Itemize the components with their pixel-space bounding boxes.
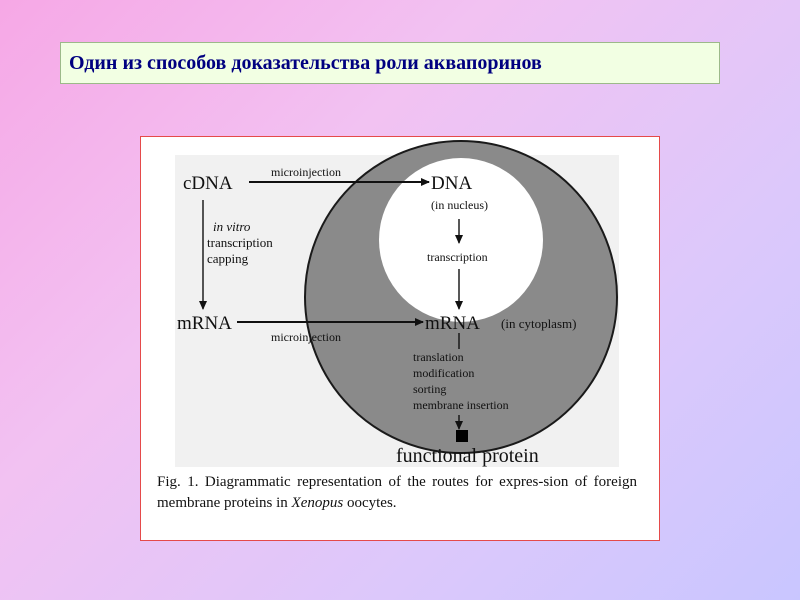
- expression-diagram: microinjection in vitro transcription ca…: [175, 140, 619, 467]
- mrna-left-label: mRNA: [177, 313, 232, 334]
- mrna-right-note: (in cytoplasm): [501, 316, 576, 331]
- cdna-label: cDNA: [183, 173, 233, 194]
- microinjection-label-bottom: microinjection: [271, 330, 341, 344]
- caption-suffix: oocytes.: [343, 495, 397, 511]
- protein-square: [456, 430, 468, 442]
- functional-protein-label: functional protein: [396, 445, 539, 467]
- slide-title-text: Один из способов доказательства роли акв…: [69, 51, 542, 74]
- translation-label: translation: [413, 350, 464, 364]
- figure-frame: microinjection in vitro transcription ca…: [140, 136, 660, 541]
- modification-label: modification: [413, 366, 474, 380]
- membrane-insertion-label: membrane insertion: [413, 398, 509, 412]
- dna-label: DNA: [431, 173, 472, 194]
- sorting-label: sorting: [413, 382, 446, 396]
- caption-species: Xenopus: [291, 495, 344, 511]
- mrna-right-label: mRNA: [425, 313, 480, 334]
- dna-note: (in nucleus): [431, 198, 488, 212]
- microinjection-label-top: microinjection: [271, 165, 341, 179]
- capping-label: capping: [207, 251, 249, 266]
- slide-title: Один из способов доказательства роли акв…: [60, 42, 720, 84]
- figure-caption: Fig. 1. Diagrammatic representation of t…: [157, 472, 637, 514]
- in-vitro-label: in vitro: [213, 219, 251, 234]
- transcription-label-nucleus: transcription: [427, 250, 488, 264]
- transcription-label-left: transcription: [207, 235, 273, 250]
- caption-text: Fig. 1. Diagrammatic representation of t…: [157, 474, 637, 511]
